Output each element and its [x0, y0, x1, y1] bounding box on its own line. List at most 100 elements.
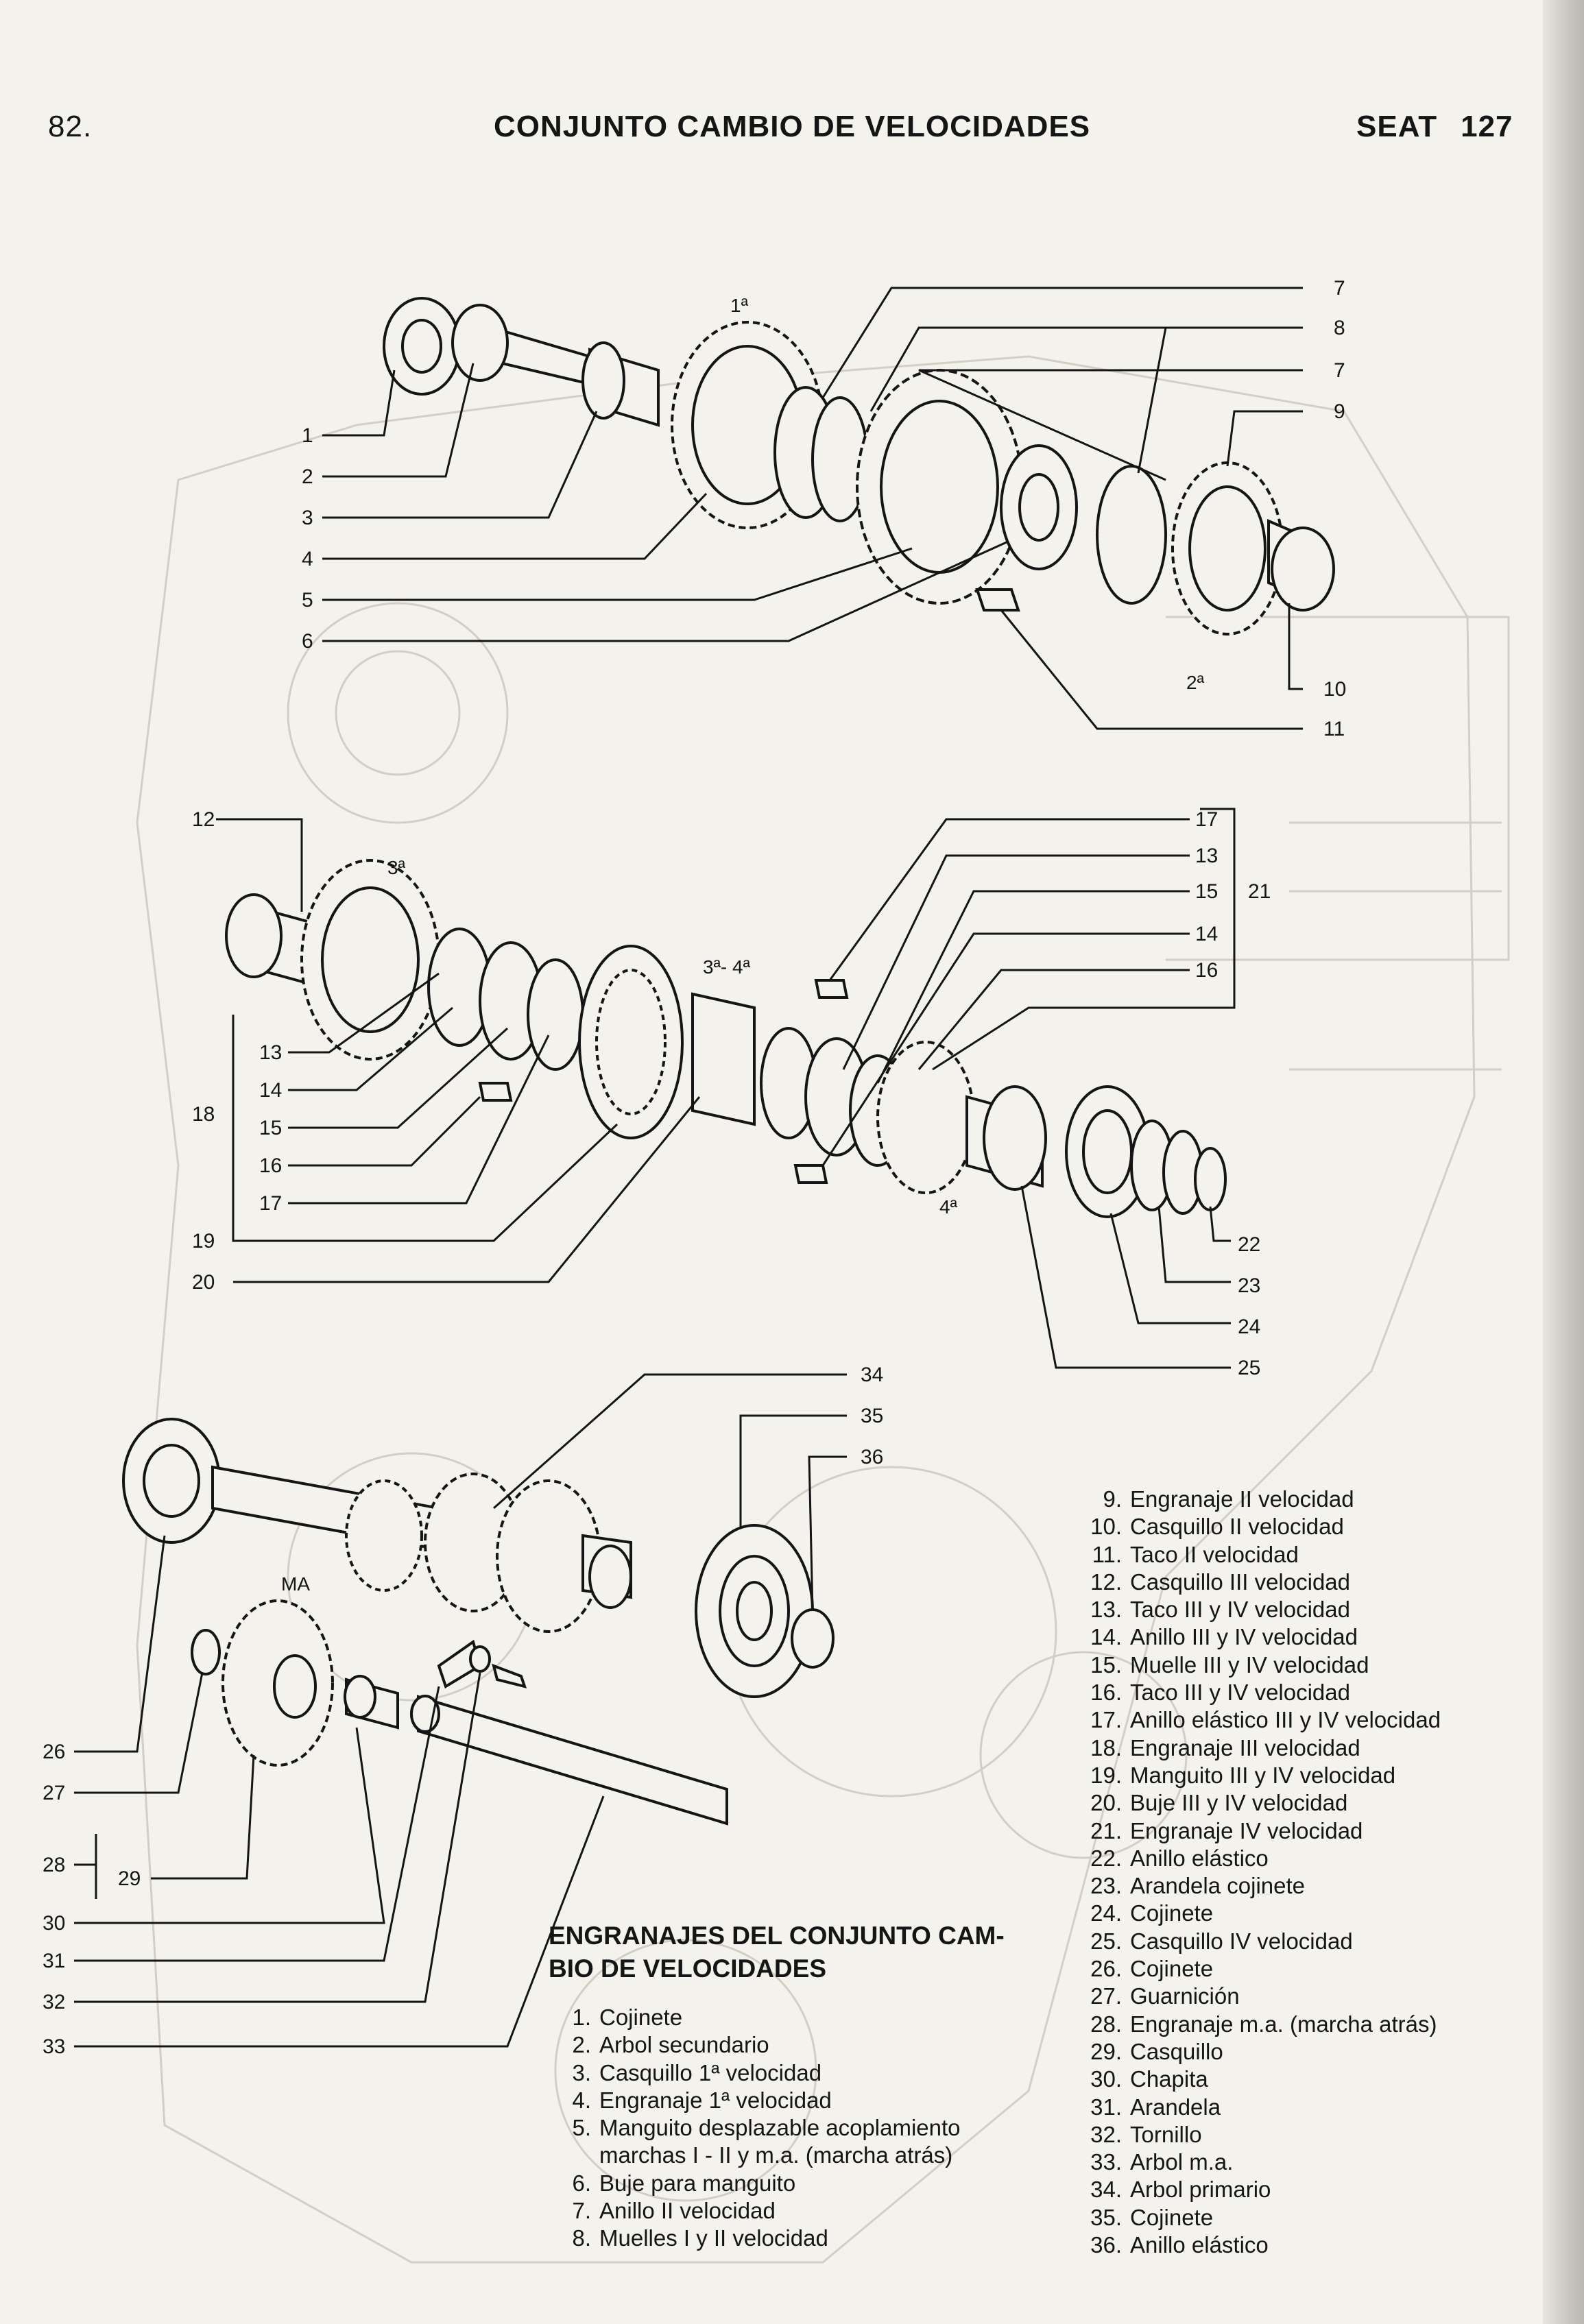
callout-6: 6: [302, 630, 313, 653]
list-item: 4.Engranaje 1ª velocidad: [572, 2087, 832, 2113]
page-edge-shadow: [1543, 0, 1584, 2324]
list-item: 24.Cojinete: [1090, 1900, 1214, 1926]
callout-5: 5: [302, 589, 313, 612]
callout-27: 27: [43, 1782, 65, 1804]
callout-32: 32: [43, 1991, 65, 2013]
list-item: 13.Taco III y IV velocidad: [1090, 1597, 1350, 1623]
gear-4th-icon: [876, 1041, 975, 1194]
list-item: 15.Muelle III y IV velocidad: [1090, 1651, 1369, 1678]
callout-17: 17: [259, 1192, 282, 1215]
list-item: 14.Anillo III y IV velocidad: [1090, 1624, 1358, 1650]
callout-12: 12: [192, 808, 215, 831]
list-item: 19.Manguito III y IV velocidad: [1090, 1762, 1396, 1788]
list-item: 17.Anillo elástico III y IV velocidad: [1090, 1707, 1441, 1733]
key-11-icon: [975, 588, 1020, 612]
caption-line-1: ENGRANAJES DEL CONJUNTO CAM-: [549, 1922, 1005, 1950]
gasket-27-icon: [191, 1629, 221, 1675]
list-item: 20.Buje III y IV velocidad: [1090, 1790, 1348, 1816]
callout-30: 30: [43, 1912, 65, 1935]
list-item: 23.Arandela cojinete: [1090, 1873, 1306, 1899]
list-item: 28.Engranaje m.a. (marcha atrás): [1090, 2011, 1437, 2037]
callout-21: 21: [1248, 880, 1271, 903]
washer-31-icon: [469, 1645, 491, 1673]
callout-29: 29: [118, 1867, 141, 1890]
gear-label-2nd: 2ª: [1186, 672, 1205, 693]
callout-34: 34: [861, 1364, 883, 1386]
callout-8: 8: [1334, 317, 1345, 339]
callout-13b: 13: [1195, 845, 1218, 867]
list-item: 8.Muelles I y II velocidad: [572, 2225, 828, 2251]
list-item: 6.Buje para manguito: [572, 2170, 796, 2196]
list-item: 5.Manguito desplazable acoplamiento: [572, 2115, 961, 2141]
callout-22: 22: [1238, 1233, 1260, 1256]
list-item: 26.Cojinete: [1090, 1956, 1214, 1982]
list-item: 34.Arbol primario: [1090, 2177, 1271, 2203]
callout-7b: 7: [1334, 359, 1345, 382]
callout-10: 10: [1323, 678, 1346, 701]
hub-20-icon: [691, 992, 756, 1126]
callout-33: 33: [43, 2035, 65, 2058]
callout-18: 18: [192, 1103, 215, 1126]
middle-leader-lines: [216, 808, 1236, 1369]
list-item: 33.Arbol m.a.: [1090, 2149, 1234, 2175]
callout-26: 26: [43, 1741, 65, 1763]
callout-4: 4: [302, 548, 313, 570]
list-item: 21.Engranaje IV velocidad: [1090, 1817, 1363, 1843]
bushing-3-icon: [581, 341, 625, 420]
snap-ring-17-icon: [527, 958, 584, 1071]
list-item: 10.Casquillo II velocidad: [1090, 1514, 1344, 1540]
list-item: 27.Guarnición: [1090, 1983, 1240, 2009]
callout-2: 2: [302, 465, 313, 488]
top-shaft-assembly: [383, 297, 1335, 636]
list-item-continuation: marchas I - II y m.a. (marcha atrás): [599, 2142, 953, 2168]
gear-label-4th: 4ª: [939, 1196, 958, 1218]
middle-shaft-assembly: [225, 859, 1227, 1218]
snap-ring-22-icon: [1194, 1147, 1227, 1211]
bushing-12-icon: [225, 893, 283, 978]
callout-16b: 16: [1195, 959, 1218, 982]
list-item: 35.Cojinete: [1090, 2204, 1214, 2230]
list-item: 25.Casquillo IV velocidad: [1090, 1928, 1353, 1954]
list-item: 22.Anillo elástico: [1090, 1845, 1269, 1871]
brand-name: SEAT: [1356, 110, 1438, 143]
figure-caption: ENGRANAJES DEL CONJUNTO CAM- BIO DE VELO…: [549, 1920, 1005, 1985]
list-item: 18.Engranaje III velocidad: [1090, 1734, 1360, 1760]
bottom-leader-lines: [74, 1373, 847, 2048]
callout-16: 16: [259, 1154, 282, 1177]
callout-14: 14: [259, 1079, 282, 1102]
list-item: 36.Anillo elástico: [1090, 2232, 1269, 2258]
top-callouts: 1 2 3 4 5 6 7 8 7 9 10 11 1ª 2ª: [302, 277, 1346, 740]
bottom-shaft-assembly: [122, 1418, 835, 1826]
callout-28: 28: [43, 1854, 65, 1876]
callout-3: 3: [302, 507, 313, 529]
middle-callouts: 12 13 14 15 16 17 18 19 20 17 13 15 14 1…: [192, 808, 1271, 1379]
key-13-icon: [814, 979, 849, 999]
callout-13: 13: [259, 1041, 282, 1064]
callout-23: 23: [1238, 1274, 1260, 1297]
gear-label-reverse: MA: [281, 1573, 310, 1595]
page-number-right: 127: [1461, 110, 1513, 143]
callout-35: 35: [861, 1405, 883, 1427]
list-item: 7.Anillo II velocidad: [572, 2198, 776, 2224]
page-number-left: 82.: [48, 110, 93, 143]
page-title: CONJUNTO CAMBIO DE VELOCIDADES: [494, 110, 1091, 143]
gear-label-1st: 1ª: [730, 295, 749, 316]
list-item: 32.Tornillo: [1090, 2121, 1202, 2147]
callout-25: 25: [1238, 1357, 1260, 1379]
callout-11: 11: [1323, 718, 1345, 740]
list-item: 2.Arbol secundario: [572, 2032, 769, 2058]
gear-label-3rd: 3ª: [387, 857, 406, 878]
screw-32-icon: [492, 1663, 527, 1688]
parts-list-left: 1.Cojinete 2.Arbol secundario 3.Casquill…: [532, 2004, 961, 2253]
callout-20: 20: [192, 1271, 215, 1294]
caption-line-2: BIO DE VELOCIDADES: [549, 1954, 826, 1983]
top-leader-lines: [322, 287, 1303, 730]
callout-17b: 17: [1195, 808, 1218, 831]
callout-1: 1: [302, 424, 313, 447]
snap-ring-36-icon: [791, 1608, 835, 1669]
key-16-icon: [793, 1164, 828, 1184]
list-item: 3.Casquillo 1ª velocidad: [572, 2059, 822, 2085]
list-item: 31.Arandela: [1090, 2094, 1221, 2120]
